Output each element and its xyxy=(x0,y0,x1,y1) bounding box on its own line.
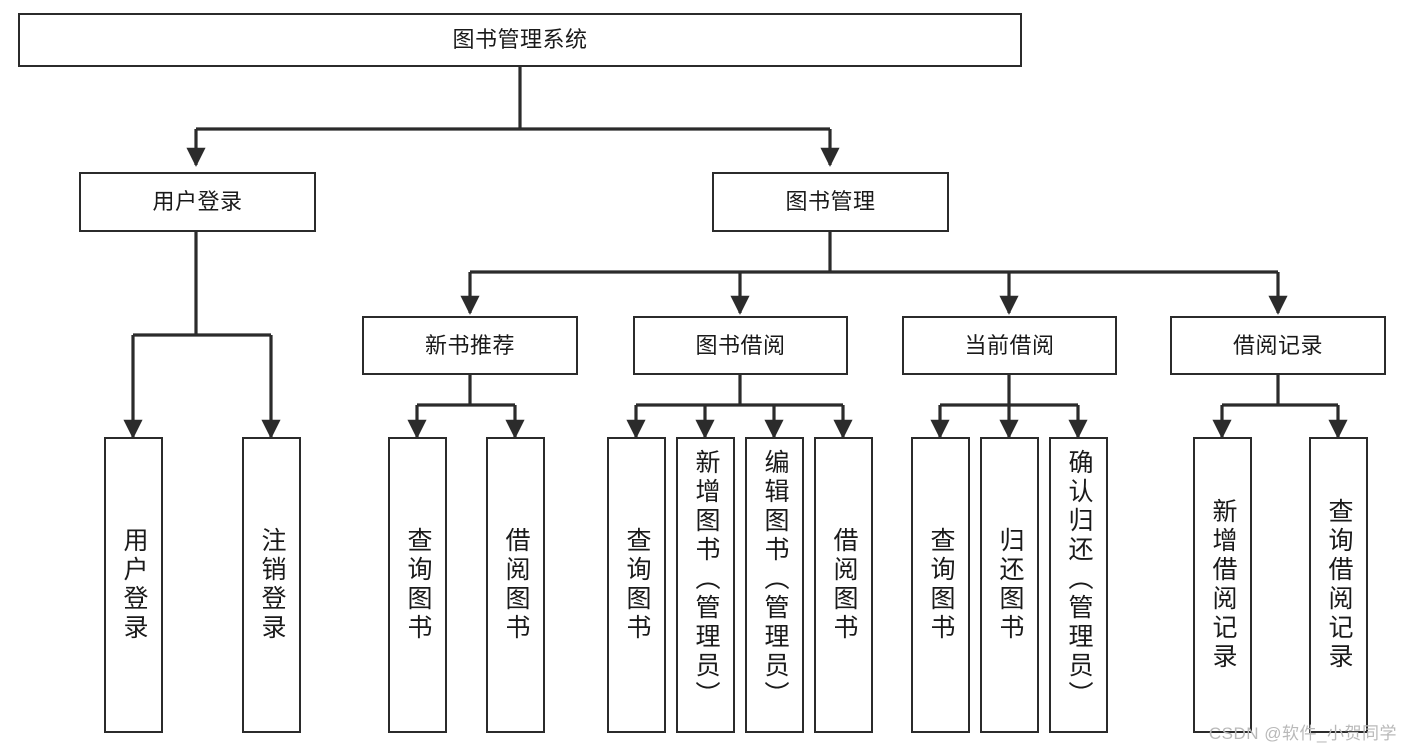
node-leaf-query-record[interactable]: 查询借阅记录 xyxy=(1309,437,1368,733)
node-leaf-query-record-label: 查询借阅记录 xyxy=(1325,498,1353,672)
node-leaf-return-book-label: 归还图书 xyxy=(996,527,1024,643)
node-leaf-user-login[interactable]: 用户登录 xyxy=(104,437,163,733)
node-leaf-add-book-label: 新增图书（管理员） xyxy=(692,449,720,710)
node-borrow-record[interactable]: 借阅记录 xyxy=(1170,316,1386,375)
node-leaf-borrow-book-2[interactable]: 借阅图书 xyxy=(814,437,873,733)
node-leaf-add-record[interactable]: 新增借阅记录 xyxy=(1193,437,1252,733)
node-new-book-recommend[interactable]: 新书推荐 xyxy=(362,316,578,375)
node-root-label: 图书管理系统 xyxy=(452,27,588,53)
node-leaf-query-book-3-label: 查询图书 xyxy=(927,527,955,643)
node-leaf-borrow-book-1[interactable]: 借阅图书 xyxy=(486,437,545,733)
node-leaf-query-book-3[interactable]: 查询图书 xyxy=(911,437,970,733)
node-borrow-record-label: 借阅记录 xyxy=(1232,332,1323,358)
node-leaf-confirm-return[interactable]: 确认归还（管理员） xyxy=(1049,437,1108,733)
node-new-book-recommend-label: 新书推荐 xyxy=(424,332,515,358)
node-current-borrow[interactable]: 当前借阅 xyxy=(902,316,1117,375)
node-book-manage[interactable]: 图书管理 xyxy=(712,172,949,232)
node-user-login[interactable]: 用户登录 xyxy=(79,172,316,232)
node-leaf-logout[interactable]: 注销登录 xyxy=(242,437,301,733)
node-leaf-user-login-label: 用户登录 xyxy=(120,527,148,643)
node-leaf-confirm-return-label: 确认归还（管理员） xyxy=(1065,449,1093,710)
node-book-borrow-label: 图书借阅 xyxy=(695,332,786,358)
node-leaf-query-book-1-label: 查询图书 xyxy=(404,527,432,643)
node-leaf-return-book[interactable]: 归还图书 xyxy=(980,437,1039,733)
node-leaf-logout-label: 注销登录 xyxy=(258,527,286,643)
node-leaf-add-record-label: 新增借阅记录 xyxy=(1209,498,1237,672)
node-leaf-query-book-1[interactable]: 查询图书 xyxy=(388,437,447,733)
node-root[interactable]: 图书管理系统 xyxy=(18,13,1022,67)
node-leaf-query-book-2-label: 查询图书 xyxy=(623,527,651,643)
node-leaf-query-book-2[interactable]: 查询图书 xyxy=(607,437,666,733)
node-book-borrow[interactable]: 图书借阅 xyxy=(633,316,848,375)
node-leaf-borrow-book-1-label: 借阅图书 xyxy=(502,527,530,643)
node-leaf-edit-book[interactable]: 编辑图书（管理员） xyxy=(745,437,804,733)
node-leaf-add-book[interactable]: 新增图书（管理员） xyxy=(676,437,735,733)
node-current-borrow-label: 当前借阅 xyxy=(964,332,1055,358)
node-leaf-borrow-book-2-label: 借阅图书 xyxy=(830,527,858,643)
node-user-login-label: 用户登录 xyxy=(152,189,243,215)
node-book-manage-label: 图书管理 xyxy=(785,189,876,215)
watermark-text: CSDN @软件_小贺同学 xyxy=(1208,724,1397,743)
node-leaf-edit-book-label: 编辑图书（管理员） xyxy=(761,449,789,710)
